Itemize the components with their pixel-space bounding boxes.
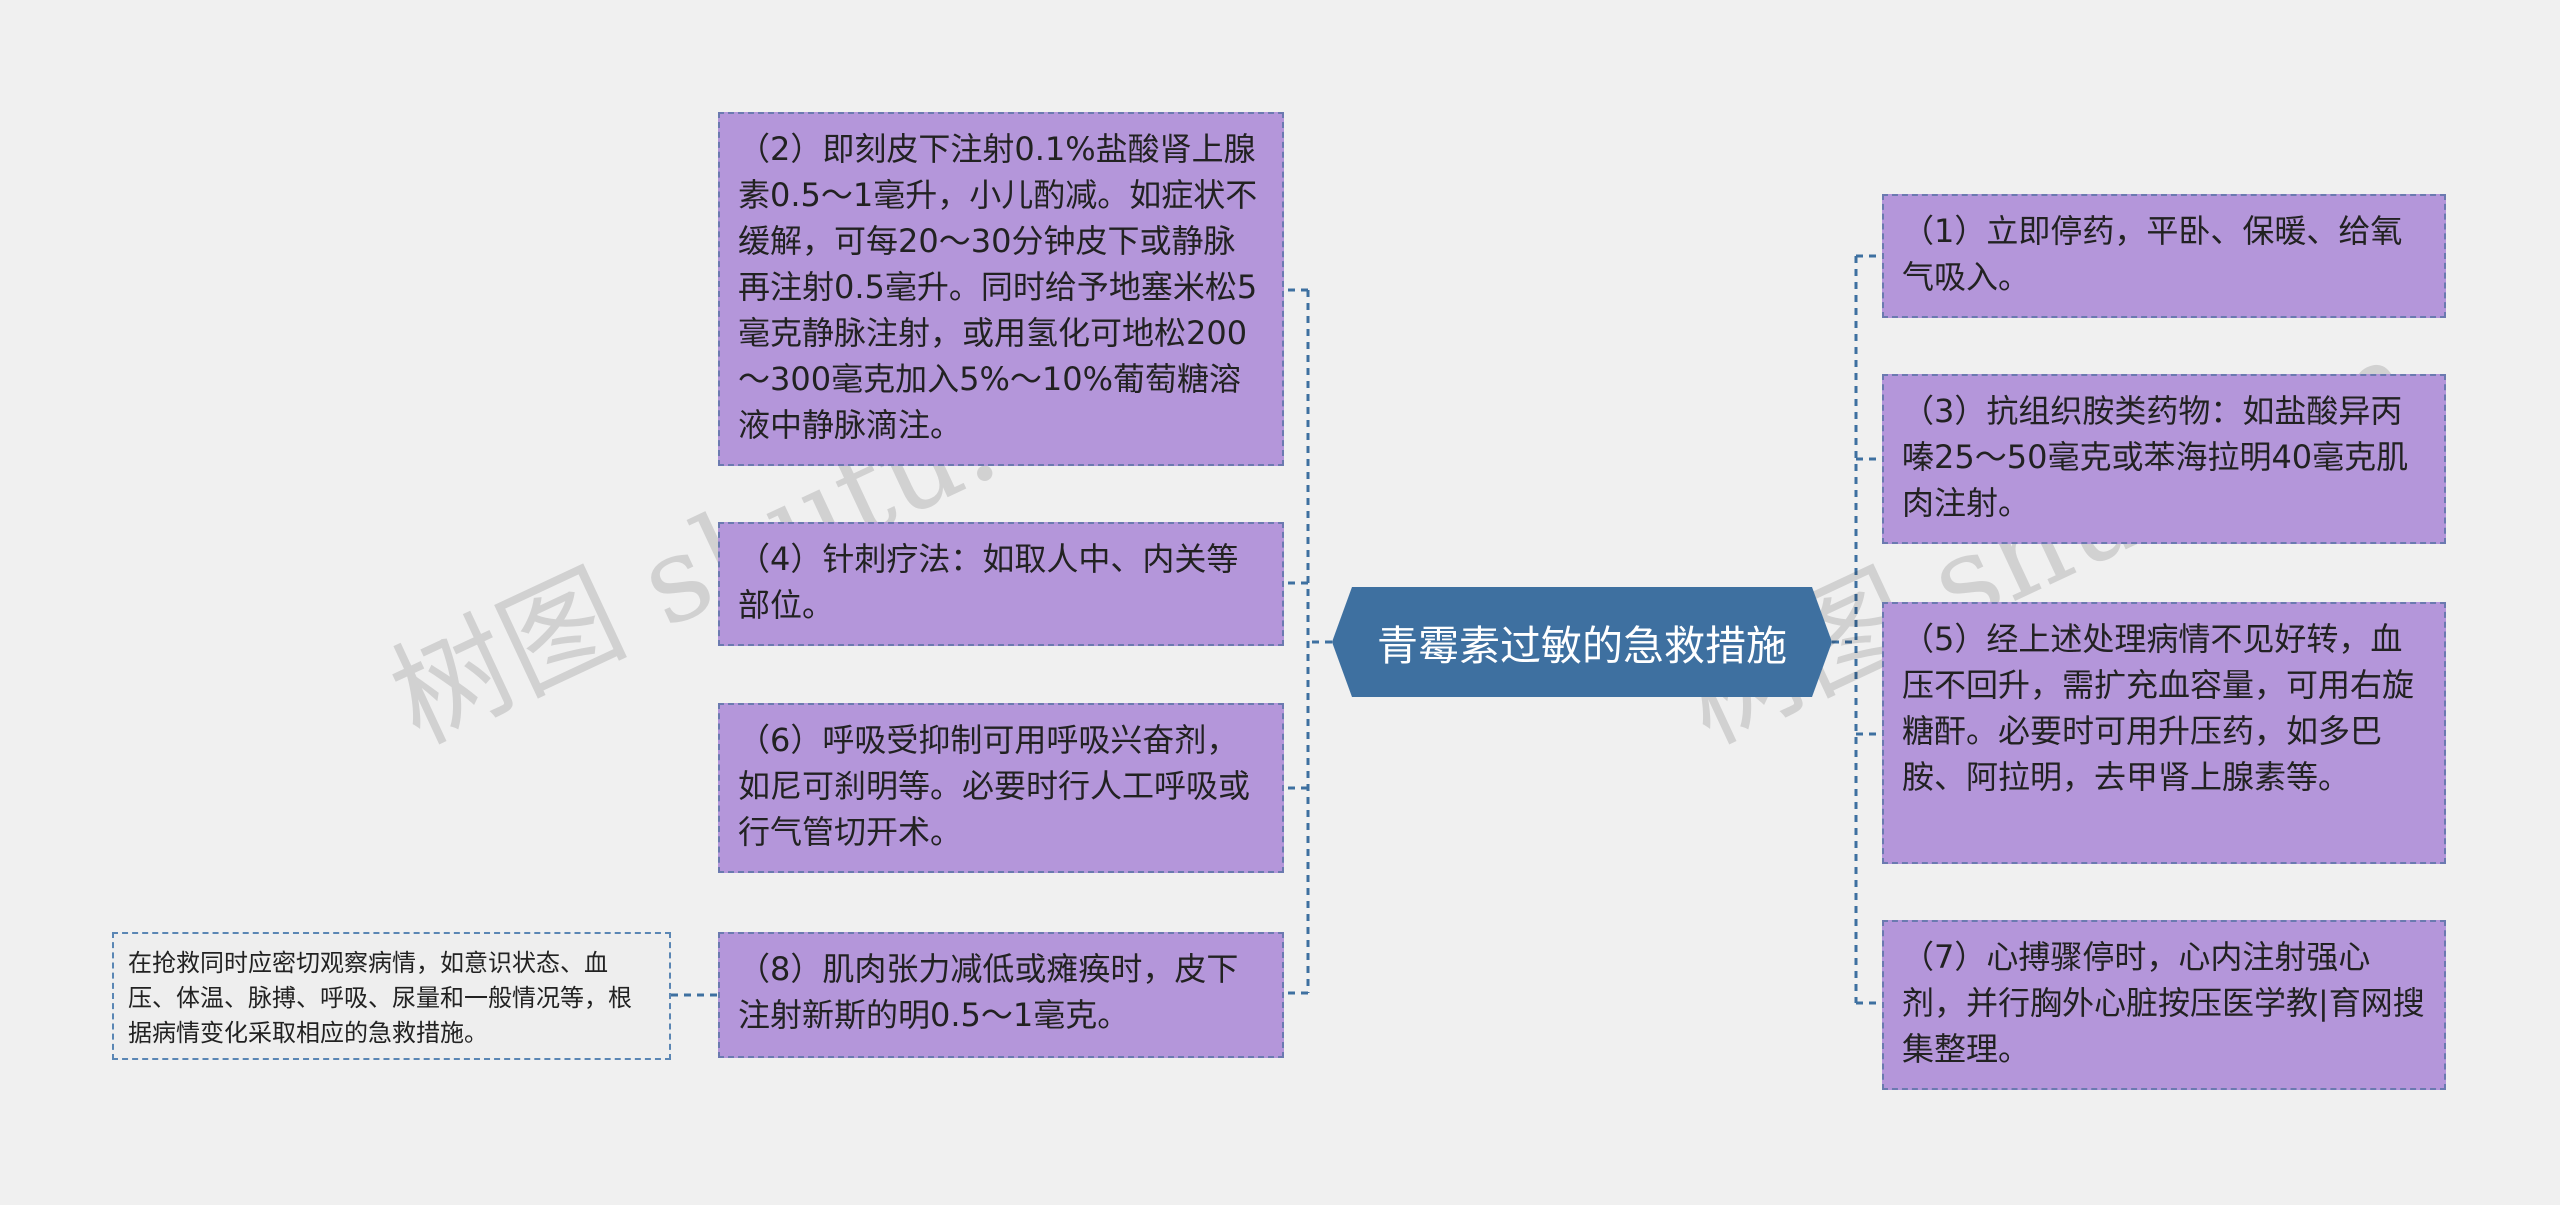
- topic-node-2[interactable]: （2）即刻皮下注射0.1%盐酸肾上腺素0.5～1毫升，小儿酌减。如症状不缓解，可…: [718, 112, 1284, 466]
- connector-right-trunk: [1832, 256, 1858, 1003]
- topic-node-5[interactable]: （5）经上述处理病情不见好转，血压不回升，需扩充血容量，可用右旋糖酐。必要时可用…: [1882, 602, 2446, 864]
- sub-topic-note[interactable]: 在抢救同时应密切观察病情，如意识状态、血压、体温、脉搏、呼吸、尿量和一般情况等，…: [112, 932, 671, 1060]
- topic-node-4[interactable]: （4）针刺疗法：如取人中、内关等部位。: [718, 522, 1284, 646]
- topic-node-6[interactable]: （6）呼吸受抑制可用呼吸兴奋剂，如尼可刹明等。必要时行人工呼吸或行气管切开术。: [718, 703, 1284, 873]
- topic-node-3[interactable]: （3）抗组织胺类药物：如盐酸异丙嗪25～50毫克或苯海拉明40毫克肌肉注射。: [1882, 374, 2446, 544]
- central-topic-node[interactable]: 青霉素过敏的急救措施: [1332, 587, 1832, 697]
- connector-left-trunk: [1306, 290, 1332, 993]
- topic-node-8[interactable]: （8）肌肉张力减低或瘫痪时，皮下注射新斯的明0.5～1毫克。: [718, 932, 1284, 1058]
- topic-node-7[interactable]: （7）心搏骤停时，心内注射强心剂，并行胸外心脏按压医学教|育网搜集整理。: [1882, 920, 2446, 1090]
- topic-node-1[interactable]: （1）立即停药，平卧、保暖、给氧气吸入。: [1882, 194, 2446, 318]
- central-topic-label: 青霉素过敏的急救措施: [1377, 622, 1787, 670]
